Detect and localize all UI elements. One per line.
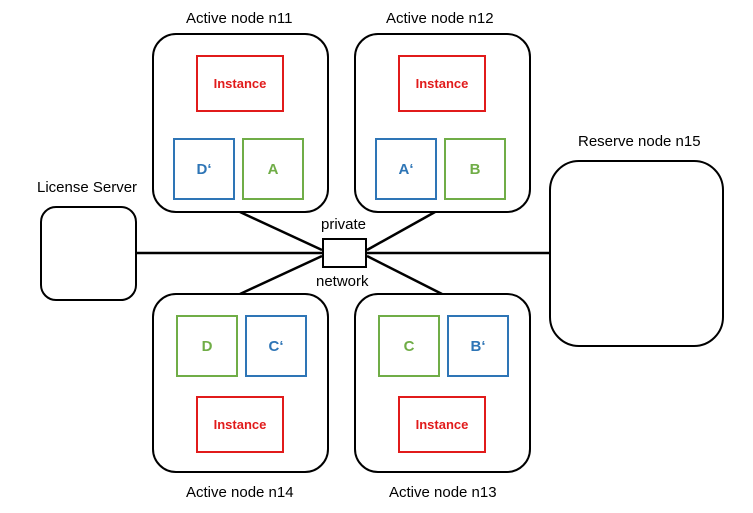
- node-n13: C B‘ Instance: [354, 293, 531, 473]
- node-n13-partition-c: C: [378, 315, 440, 377]
- node-n13-instance: Instance: [398, 396, 486, 453]
- link-node-n12: [366, 210, 436, 252]
- node-n14: D C‘ Instance: [152, 293, 329, 473]
- network-label-bottom: network: [316, 273, 369, 290]
- network-label-top: private: [321, 216, 367, 233]
- node-n12-partition-a-replica: A‘: [375, 138, 437, 200]
- node-n12-label: Active node n12: [386, 10, 494, 27]
- link-node-n13: [366, 254, 443, 296]
- node-n12: Instance A‘ B: [354, 33, 531, 213]
- node-n11-label: Active node n11: [186, 10, 293, 27]
- node-n11: Instance D‘ A: [152, 33, 329, 213]
- node-n13-label: Active node n13: [389, 484, 497, 501]
- private-network-switch: [322, 238, 367, 268]
- link-node-n14: [239, 254, 323, 296]
- node-n11-partition-d-replica: D‘: [173, 138, 235, 200]
- reserve-node: [549, 160, 724, 347]
- node-n14-label: Active node n14: [186, 484, 294, 501]
- license-server-label: License Server: [37, 179, 138, 196]
- node-n14-partition-d: D: [176, 315, 238, 377]
- node-n14-instance: Instance: [196, 396, 284, 453]
- node-n11-instance: Instance: [196, 55, 284, 112]
- node-n11-partition-a: A: [242, 138, 304, 200]
- node-n12-instance: Instance: [398, 55, 486, 112]
- node-n13-partition-b-replica: B‘: [447, 315, 509, 377]
- license-server: [40, 206, 137, 301]
- link-node-n11: [239, 210, 323, 252]
- reserve-node-label: Reserve node n15: [578, 133, 701, 150]
- node-n12-partition-b: B: [444, 138, 506, 200]
- node-n14-partition-c-replica: C‘: [245, 315, 307, 377]
